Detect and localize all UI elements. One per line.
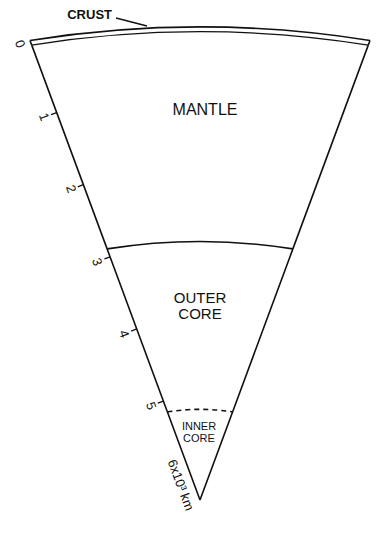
- scale-tick: [158, 401, 164, 403]
- leader-line: [116, 18, 147, 26]
- band-side: [32, 45, 369, 249]
- scale-tick: [51, 113, 57, 115]
- region-name: MANTLE: [173, 101, 238, 119]
- band-boundary: [30, 27, 370, 40]
- band-boundary: [107, 242, 293, 249]
- band-boundary: [167, 409, 232, 412]
- scale-number: 4: [116, 328, 132, 340]
- band-side: [30, 40, 370, 45]
- band-side: [107, 249, 293, 412]
- scale-number: 2: [62, 184, 78, 196]
- scale-tick: [131, 329, 137, 331]
- scale-number: 1: [36, 112, 52, 124]
- region-name: CRUST: [67, 8, 112, 22]
- scale-tick: [104, 257, 110, 259]
- scale-number: 0: [12, 38, 28, 50]
- region-name: OUTER CORE: [165, 290, 235, 323]
- scale-number: 3: [89, 256, 105, 268]
- band-boundary: [32, 32, 369, 45]
- scale-tick: [78, 185, 84, 187]
- scale-unit: 6x10³ km: [165, 457, 197, 512]
- scale-number: 5: [142, 400, 158, 412]
- region-name: INNER CORE: [176, 420, 222, 444]
